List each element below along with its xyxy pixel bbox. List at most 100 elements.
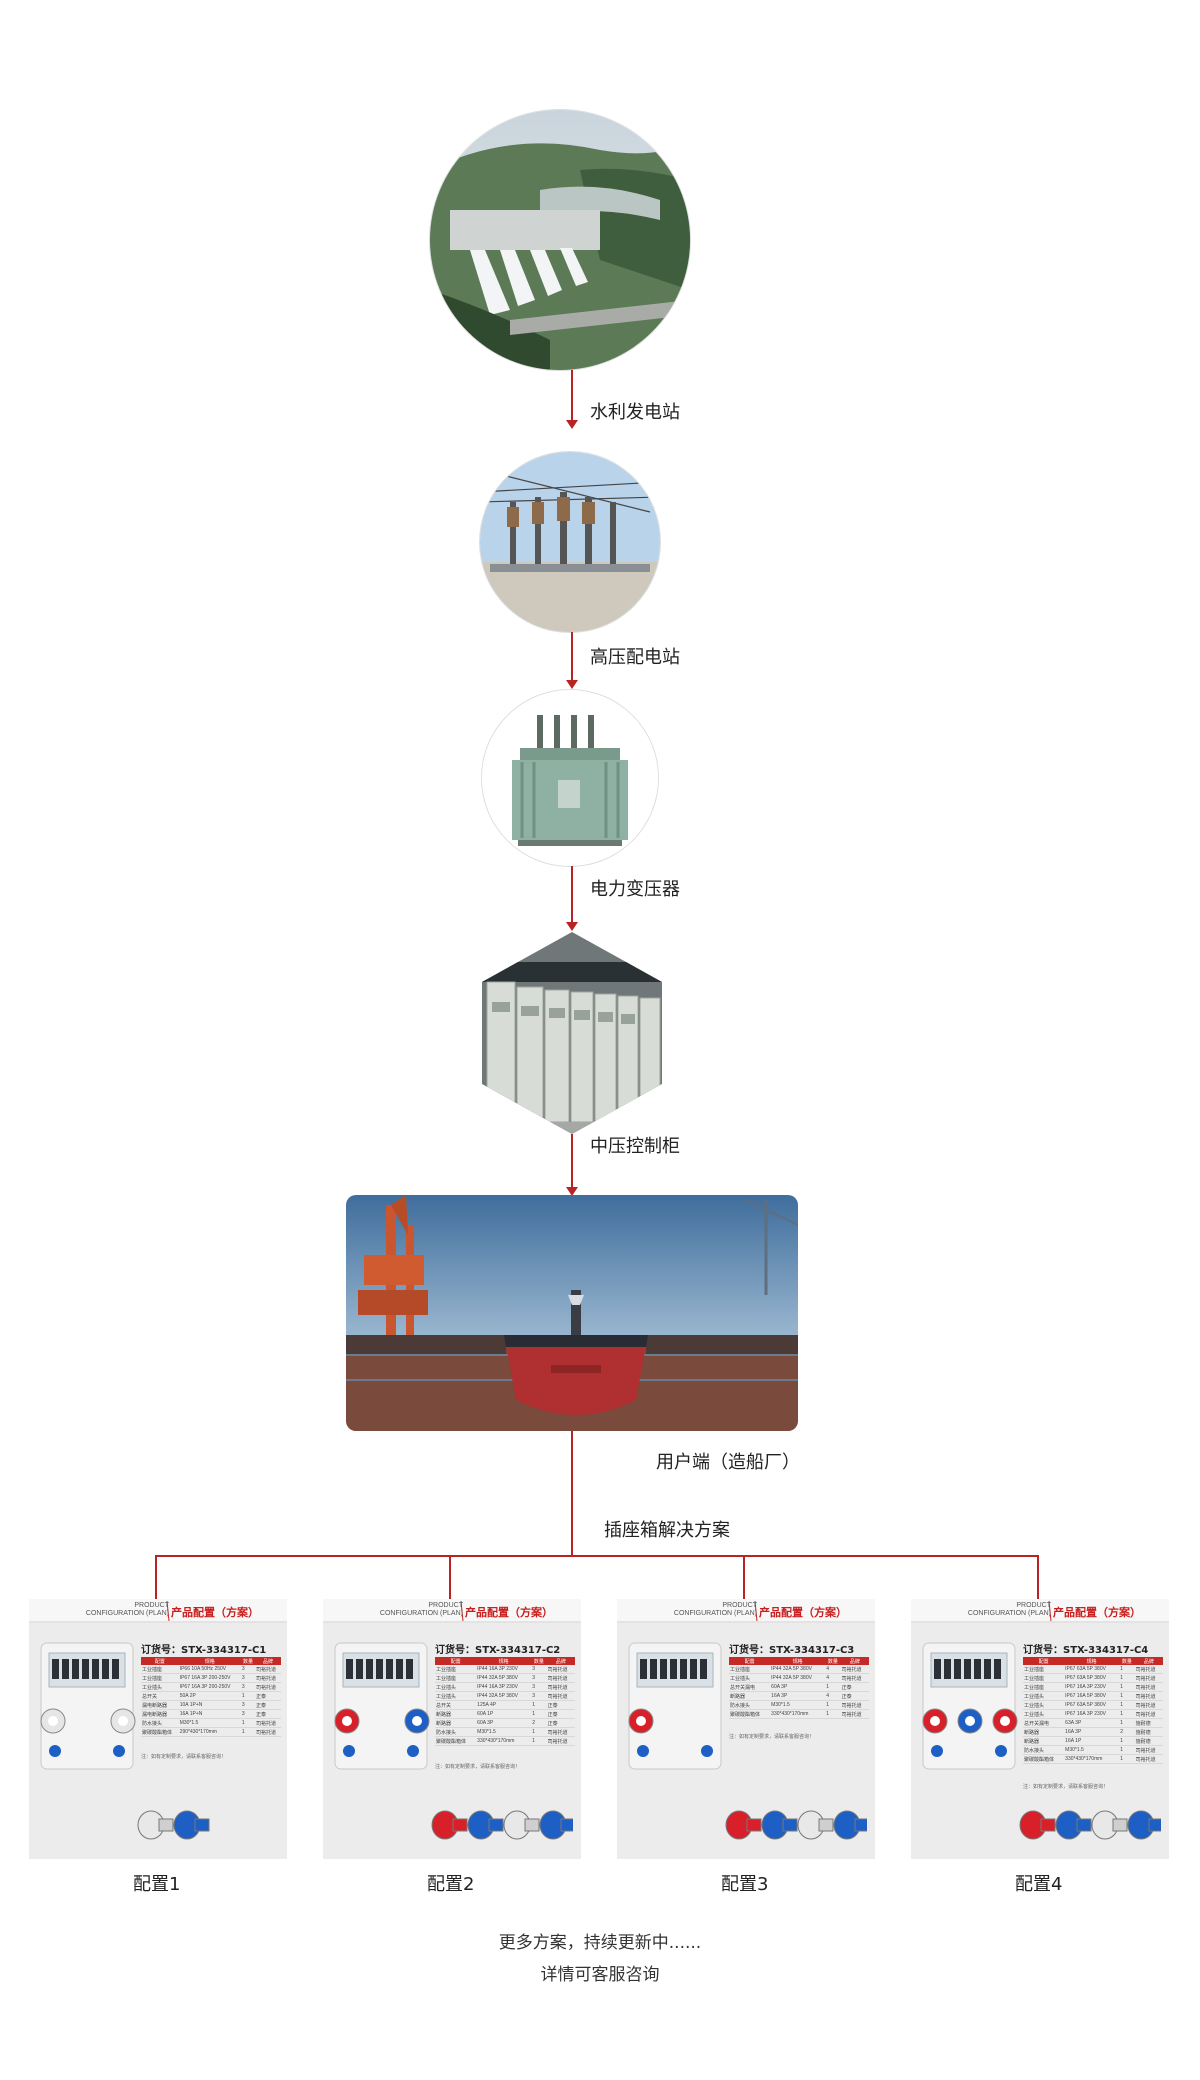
table-cell: 司裕托道 [1134, 1700, 1163, 1710]
table-cell: 施耐德 [1134, 1718, 1163, 1728]
branch-label: 插座箱解决方案 [604, 1520, 730, 1541]
plug-images [423, 1799, 576, 1851]
table-cell: 1 [1119, 1682, 1135, 1692]
card-header-en-line: CONFIGURATION (PLAN) [673, 1610, 757, 1617]
table-cell: 3 [531, 1673, 547, 1683]
branch-drop-3 [743, 1555, 745, 1599]
table-cell: 60A 3P [770, 1682, 826, 1692]
table-cell: M30*1.5 [178, 1718, 241, 1728]
table-cell: IP67 63A 5P 380V [1064, 1673, 1120, 1683]
table-cell: 防水接头 [1023, 1745, 1065, 1755]
table-cell: 1 [1119, 1736, 1135, 1746]
table-cell: 司裕托道 [840, 1665, 869, 1674]
table-cell: 断路器 [435, 1709, 477, 1719]
table-cell: IP67 63A 5P 380V [1064, 1665, 1120, 1674]
table-cell: 工业插头 [1023, 1691, 1065, 1701]
table-cell: 司裕托道 [546, 1691, 575, 1701]
table-cell: 正泰 [255, 1691, 281, 1701]
table-cell: 125A 4P [476, 1700, 532, 1710]
config-note: 注：如有定制要求，请联系客服咨询！ [729, 1734, 815, 1740]
table-header-cell: 品牌 [1134, 1657, 1163, 1665]
table-cell: 1 [1119, 1718, 1135, 1728]
flow-connector [571, 1431, 573, 1555]
step-label-shipyard: 用户端（造船厂） [656, 1452, 800, 1473]
table-cell: 工业插座 [141, 1665, 179, 1674]
table-cell: 3 [531, 1665, 547, 1674]
table-cell: 总开关 [141, 1691, 179, 1701]
table-cell: IP44 32A 5P 380V [476, 1691, 532, 1701]
table-cell: 16A 1P+N [178, 1709, 241, 1719]
table-cell: 3 [240, 1665, 256, 1674]
footer-contact: 详情可客服咨询 [540, 1965, 660, 1985]
table-cell: 漏电断路器 [141, 1700, 179, 1710]
table-header-cell: 配置 [435, 1657, 477, 1665]
table-cell: 60A 1P [476, 1709, 532, 1719]
socket-box-image [917, 1635, 1021, 1785]
table-cell: 1 [825, 1709, 841, 1719]
table-cell: M30*1.5 [1064, 1745, 1120, 1755]
table-cell: 断路器 [435, 1718, 477, 1728]
card-header-cn: 产品配置（方案） [759, 1606, 847, 1619]
table-cell: 正泰 [840, 1682, 869, 1692]
table-cell: 1 [531, 1727, 547, 1737]
table-cell: 16A 3P [770, 1691, 826, 1701]
substation-photo [480, 452, 660, 632]
table-cell: 司裕托道 [255, 1727, 281, 1737]
table-cell: IP67 16A 3P 200-250V [178, 1673, 241, 1683]
table-cell: 1 [1119, 1691, 1135, 1701]
table-cell: 工业插座 [141, 1673, 179, 1683]
table-cell: 司裕托道 [840, 1709, 869, 1719]
table-header-cell: 品牌 [546, 1657, 575, 1665]
table-cell: 正泰 [546, 1709, 575, 1719]
branch-line [155, 1555, 1039, 1557]
table-cell: 1 [531, 1700, 547, 1710]
table-header-row: 配置规格数量品牌 [1023, 1657, 1163, 1665]
card-header-en-line: CONFIGURATION (PLAN) [85, 1610, 169, 1617]
table-cell: M30*1.5 [476, 1727, 532, 1737]
table-cell: 防水接头 [141, 1718, 179, 1728]
table-cell: 司裕托道 [546, 1727, 575, 1737]
table-cell: 工业插头 [729, 1673, 771, 1683]
table-cell: 司裕托道 [546, 1673, 575, 1683]
table-cell: 1 [1119, 1673, 1135, 1683]
table-cell: 1 [240, 1727, 256, 1737]
table-cell: 16A 1P [1064, 1736, 1120, 1746]
table-cell: 司裕托道 [546, 1682, 575, 1692]
order-number: 订货号：STX-334317-C1 [141, 1645, 267, 1656]
table-cell: 正泰 [255, 1709, 281, 1719]
table-cell: 正泰 [840, 1691, 869, 1701]
table-cell: 工业插头 [141, 1682, 179, 1692]
config-label-3: 配置3 [721, 1874, 769, 1895]
table-cell: 1 [1119, 1709, 1135, 1719]
table-cell: 1 [1119, 1754, 1135, 1764]
socket-box-image [35, 1635, 139, 1785]
table-cell: 断路器 [729, 1691, 771, 1701]
config-note: 注：如有定制要求，请联系客服咨询！ [1023, 1784, 1109, 1790]
transformer-photo [482, 690, 658, 866]
